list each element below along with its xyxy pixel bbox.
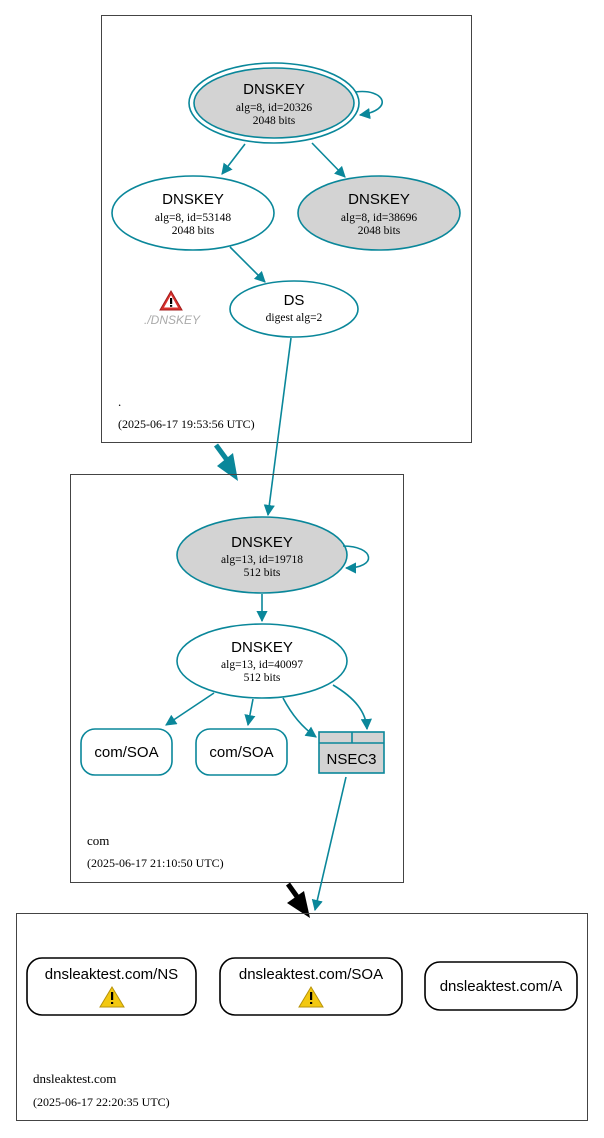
- zone-dnsleaktest-name: dnsleaktest.com: [33, 1071, 116, 1086]
- dnskey-node-19718[interactable]: DNSKEY alg=13, id=19718 512 bits: [176, 516, 348, 594]
- dnskey-node-40097[interactable]: DNSKEY alg=13, id=40097 512 bits: [176, 623, 348, 699]
- missing-dnskey[interactable]: ./DNSKEY: [144, 290, 201, 327]
- edge-zsk-to-soa1: [165, 692, 215, 726]
- self-sign-edge: [342, 545, 370, 574]
- node-detail: alg=8, id=53148: [155, 212, 231, 224]
- rrset-node-ns[interactable]: dnsleaktest.com/NS: [26, 957, 197, 1016]
- zone-dnsleaktest: dnsleaktest.com (2025-06-17 22:20:35 UTC…: [16, 913, 588, 1121]
- zone-com-border: [70, 474, 404, 883]
- node-label: dnsleaktest.com/NS: [45, 966, 178, 983]
- dnskey-node-53148[interactable]: DNSKEY alg=8, id=53148 2048 bits: [111, 175, 275, 251]
- nsec3-node[interactable]: NSEC3: [318, 731, 385, 774]
- node-detail: digest alg=2: [266, 312, 323, 324]
- zone-com-name: com: [87, 833, 109, 848]
- node-bits: 512 bits: [244, 567, 281, 579]
- zone-root: . (2025-06-17 19:53:56 UTC) DNSKEY alg=8…: [101, 15, 472, 443]
- node-label: dnsleaktest.com/SOA: [239, 966, 383, 983]
- edge-zsk-to-nsec3-a: [282, 697, 317, 738]
- warning-icon: [298, 986, 324, 1008]
- self-sign-edge: [354, 90, 383, 120]
- missing-label: ./DNSKEY: [144, 313, 201, 327]
- zone-dnsleaktest-timestamp: (2025-06-17 22:20:35 UTC): [33, 1095, 170, 1109]
- zone-dnsleaktest-border: [16, 913, 588, 1121]
- dnskey-node-20326[interactable]: DNSKEY alg=8, id=20326 2048 bits: [188, 62, 360, 144]
- ds-node[interactable]: DS digest alg=2: [229, 280, 359, 338]
- node-label: dnsleaktest.com/A: [440, 978, 563, 995]
- edge-ds-to-com-ksk: [263, 337, 292, 517]
- rrset-node-com-soa-2[interactable]: com/SOA: [195, 728, 288, 776]
- node-detail: alg=13, id=19718: [221, 554, 303, 566]
- zone-root-timestamp: (2025-06-17 19:53:56 UTC): [118, 417, 255, 431]
- zone-com-timestamp: (2025-06-17 21:10:50 UTC): [87, 856, 224, 870]
- edge-nsec3-to-zone: [311, 776, 347, 912]
- zone-com: com (2025-06-17 21:10:50 UTC) DNSKEY alg…: [70, 474, 404, 883]
- node-title: DNSKEY: [348, 191, 410, 208]
- node-bits: 2048 bits: [253, 115, 296, 127]
- error-triangle-icon: [159, 290, 183, 311]
- rrset-node-com-soa-1[interactable]: com/SOA: [80, 728, 173, 776]
- node-title: DNSKEY: [162, 191, 224, 208]
- node-label: com/SOA: [209, 744, 273, 761]
- delegation-arrow-com-dnsleaktest: [285, 882, 310, 918]
- edge-ksk-to-zsk2: [311, 142, 346, 178]
- zone-root-name: .: [118, 394, 121, 409]
- node-bits: 2048 bits: [172, 225, 215, 237]
- rrset-node-a[interactable]: dnsleaktest.com/A: [424, 961, 578, 1011]
- warning-icon: [99, 986, 125, 1008]
- node-title: DNSKEY: [231, 534, 293, 551]
- node-detail: alg=8, id=20326: [236, 102, 312, 114]
- node-label: com/SOA: [94, 744, 158, 761]
- edge-zsk1-to-ds: [229, 246, 266, 283]
- node-title: DS: [284, 292, 305, 309]
- edge-zsk-to-nsec3-b: [332, 684, 372, 731]
- node-detail: alg=8, id=38696: [341, 212, 417, 224]
- node-label: NSEC3: [326, 751, 376, 768]
- node-title: DNSKEY: [243, 81, 305, 98]
- edge-ksk-to-zsk1: [221, 143, 246, 175]
- rrset-node-soa[interactable]: dnsleaktest.com/SOA: [219, 957, 403, 1016]
- dnskey-node-38696[interactable]: DNSKEY alg=8, id=38696 2048 bits: [297, 175, 461, 251]
- delegation-arrow-root-com: [213, 443, 238, 481]
- node-title: DNSKEY: [231, 639, 293, 656]
- node-bits: 512 bits: [244, 672, 281, 684]
- node-detail: alg=13, id=40097: [221, 659, 303, 671]
- node-bits: 2048 bits: [358, 225, 401, 237]
- edge-zsk-to-soa2: [244, 698, 256, 727]
